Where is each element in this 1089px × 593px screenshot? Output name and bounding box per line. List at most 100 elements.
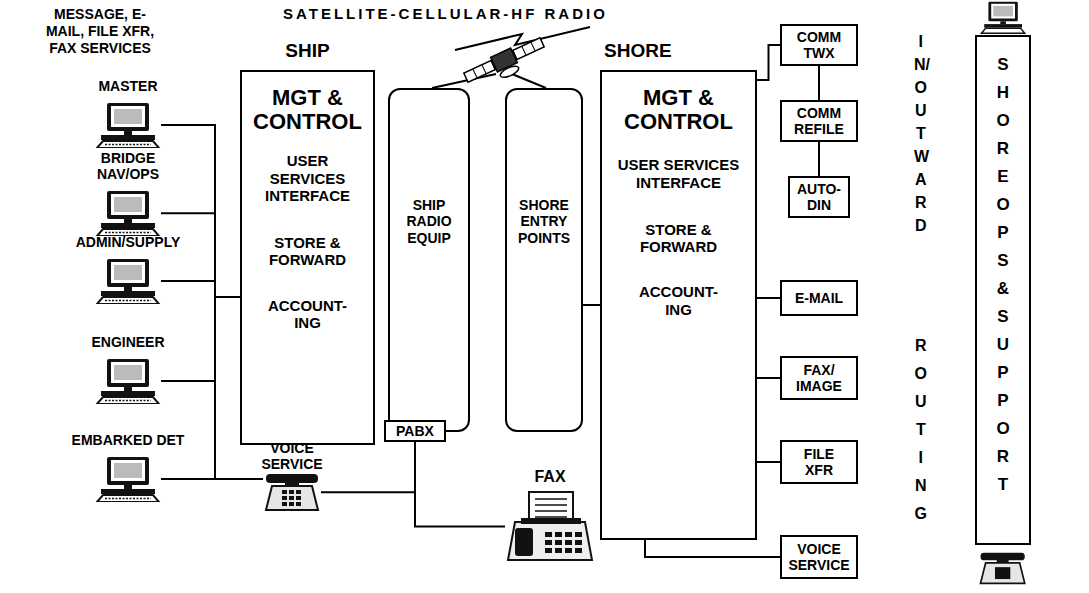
computer-icon <box>95 456 161 502</box>
connector-line <box>321 442 415 492</box>
solar-panel-line <box>531 42 535 51</box>
fax-icon-part <box>521 518 581 524</box>
device-label: ENGINEER <box>67 334 189 350</box>
computer-icon-part <box>124 287 132 291</box>
computer-icon-part <box>101 135 155 140</box>
fax-icon-part <box>535 505 567 507</box>
function-label: STORE & FORWARD <box>629 221 729 256</box>
service-box: COMM REFILE <box>780 100 858 142</box>
function-label: ACCOUNT- ING <box>629 283 729 318</box>
computer-icon-part <box>114 365 142 380</box>
computer-icon-part <box>97 141 159 148</box>
computer-icon-part <box>105 144 151 146</box>
keypad <box>995 567 1010 579</box>
solar-panel-line <box>473 69 477 78</box>
device-label: FAX <box>500 468 600 486</box>
stand <box>1000 21 1006 24</box>
services-caption: MESSAGE, E-MAIL, FILE XFR, FAX SERVICES <box>36 6 164 57</box>
computer-icon-part <box>111 262 145 283</box>
connector-line <box>757 377 780 379</box>
fax-icon-part <box>515 528 533 556</box>
computer-icon-part <box>124 219 132 223</box>
device-label: EMBARKED DET <box>67 432 189 448</box>
connector-line <box>757 45 780 80</box>
service-box: FILE XFR <box>780 440 858 484</box>
connector-line <box>161 281 240 297</box>
computer-icon-part <box>124 131 132 135</box>
computer-icon-part <box>107 359 149 387</box>
box-label: SHORE ENTRY POINTS <box>511 197 577 245</box>
computer-icon-part <box>107 259 149 287</box>
control-box: SHIPMGT & CONTROLUSER SERVICES INTERFACE… <box>240 70 375 445</box>
connector-line <box>161 297 240 479</box>
entry-point-box: SHORE ENTRY POINTS <box>505 88 583 432</box>
computer-icon-part <box>105 232 151 234</box>
function-label: ACCOUNT- ING <box>260 297 355 332</box>
connector-line <box>161 297 240 381</box>
keyboard <box>981 28 1024 33</box>
computer-icon-part <box>114 197 142 212</box>
computer-terminal: ADMIN/SUPPLY <box>67 234 189 304</box>
solar-panel-line <box>482 65 486 74</box>
telephone-icon-part <box>296 496 301 500</box>
phone-body <box>981 563 1025 583</box>
box-label: PABX <box>396 423 434 439</box>
telephone: VOICE SERVICE <box>252 440 332 512</box>
computer-icon-part <box>105 300 151 302</box>
connector-line <box>583 304 600 306</box>
box-heading: SHORE <box>604 40 672 62</box>
computer-icon-part <box>114 265 142 280</box>
computer-icon-part <box>107 103 149 131</box>
box-label: AUTO-DIN <box>794 181 844 213</box>
computer-icon-part <box>101 391 155 396</box>
satellite-downlink <box>432 74 496 88</box>
fax-icon-part <box>545 540 552 545</box>
computer-icon-part <box>111 362 145 383</box>
handset <box>981 553 1025 561</box>
device-label: BRIDGE NAV/OPS <box>88 150 168 182</box>
connector-line <box>757 297 780 299</box>
service-box: E-MAIL <box>780 280 858 316</box>
pabx-box: PABX <box>384 420 446 442</box>
computer-icon-part <box>107 191 149 219</box>
service-box: FAX/ IMAGE <box>780 356 858 400</box>
fax-icon-part <box>575 540 582 545</box>
telephone-icon-part <box>282 502 287 506</box>
fax-icon-part <box>565 540 572 545</box>
ops-support-column: SHORE OPS & SUPPORT <box>975 35 1031 545</box>
computer-icon <box>95 102 161 148</box>
computer-icon-part <box>101 223 155 228</box>
telephone-icon-part <box>289 496 294 500</box>
computer-terminal: MASTER <box>67 78 189 148</box>
box-heading: SHIP <box>242 40 373 62</box>
telephone-icon-part <box>266 486 318 510</box>
fax-icon-part <box>535 511 567 513</box>
link-caption: SATELLITE-CELLULAR-HF RADIO <box>283 5 608 22</box>
satellite-downlink <box>512 74 546 88</box>
connector-line <box>757 461 780 463</box>
screen <box>991 4 1015 19</box>
satellite-symbol <box>463 35 550 93</box>
connector-line <box>818 66 820 100</box>
fax-icon-part <box>565 532 572 537</box>
connector-line <box>818 142 820 176</box>
vertical-label: IN/OUTWARD <box>914 30 928 237</box>
function-label: STORE & FORWARD <box>260 234 355 269</box>
computer-icon-part <box>111 194 145 215</box>
box-label: FILE XFR <box>794 446 844 478</box>
fax-icon-part <box>575 548 582 553</box>
computer-icon-part <box>97 297 159 304</box>
fax-icon-part <box>545 532 552 537</box>
telephone-icon-part <box>289 490 294 494</box>
solar-panel <box>513 38 544 60</box>
radio-equipment-box: SHIP RADIO EQUIP <box>388 88 470 432</box>
computer-terminal: EMBARKED DET <box>67 432 189 502</box>
box-label: COMM REFILE <box>789 105 849 137</box>
computer-terminal: ENGINEER <box>67 334 189 404</box>
telephone-icon-part <box>266 474 318 483</box>
telephone-icon <box>263 472 321 512</box>
computer-icon-part <box>97 397 159 404</box>
function-label: USER SERVICES INTERFACE <box>260 152 355 204</box>
computer-icon-part <box>105 400 151 402</box>
